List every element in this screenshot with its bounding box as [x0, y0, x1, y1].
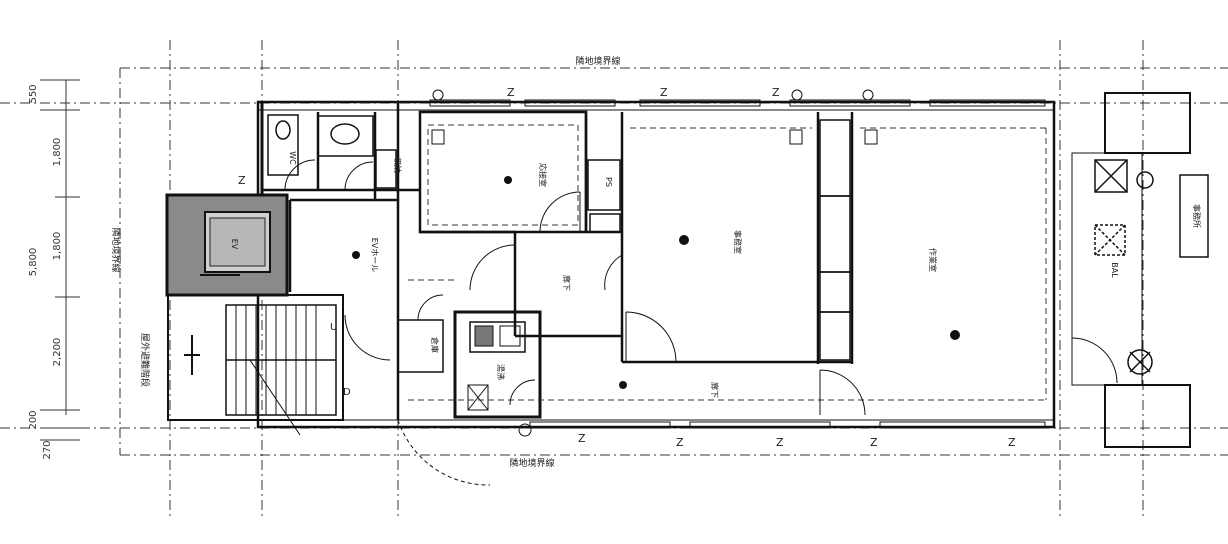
- outdoor-stair-label: 屋外避難階段: [139, 333, 151, 387]
- z-mark: Z: [507, 86, 515, 99]
- room-pantry: 湯沸: [496, 364, 506, 380]
- stair-down-mark: D: [343, 387, 351, 398]
- ceiling-lights: [352, 176, 960, 389]
- cabinet-units: [587, 119, 851, 361]
- ceiling-outline: [408, 124, 1047, 401]
- z-mark: Z: [238, 174, 246, 187]
- pantry-unit: [397, 310, 542, 419]
- interior-walls: [262, 102, 854, 420]
- office-sign: 事務所: [1192, 204, 1202, 228]
- room-workroom: 作業室: [928, 248, 938, 272]
- z-mark: Z: [1008, 436, 1016, 449]
- room-storage: 倉庫: [430, 337, 440, 353]
- dim-row2: 1,800: [52, 232, 63, 261]
- boundary-label-left: 隣地境界線: [110, 227, 122, 272]
- exhaust-fans: [431, 89, 878, 437]
- bal-fixtures: [1071, 92, 1209, 448]
- z-mark: Z: [578, 432, 586, 445]
- room-corridor: 廊下: [562, 275, 572, 291]
- dimension-line: [40, 79, 80, 441]
- room-ps: PS: [604, 177, 613, 187]
- dim-total: 5,800: [28, 248, 39, 277]
- stair-up-mark: U: [330, 322, 337, 333]
- room-bal: BAL: [1110, 262, 1119, 278]
- z-mark: Z: [660, 86, 668, 99]
- room-reception: 応接室: [538, 163, 548, 187]
- window-marks: [429, 99, 1046, 429]
- elevator-shaft: [165, 193, 289, 297]
- dim-row1: 1,800: [52, 138, 63, 167]
- z-mark: Z: [772, 86, 780, 99]
- dim-bottom-extra: 270: [42, 440, 53, 459]
- z-mark: Z: [776, 436, 784, 449]
- toilet-fixtures: [267, 114, 397, 189]
- boundary-label-top: 隣地境界線: [575, 55, 620, 67]
- room-ev: EV: [230, 239, 239, 250]
- room-corridor-lower: 廊下: [710, 382, 720, 398]
- dim-bottom-offset: 200: [28, 410, 39, 429]
- room-wc: WC: [288, 151, 297, 165]
- z-mark: Z: [870, 436, 878, 449]
- room-ev-hall: EVホール: [370, 238, 379, 273]
- room-closet: 収納: [393, 157, 403, 173]
- dim-top-offset: 550: [28, 84, 39, 103]
- room-office: 事務室: [733, 230, 743, 254]
- z-mark: Z: [676, 436, 684, 449]
- outdoor-stair: [167, 294, 344, 436]
- boundary-label-bottom: 隣地境界線: [509, 457, 554, 469]
- door-swings: [284, 159, 1118, 486]
- dim-row3: 2,200: [52, 338, 63, 367]
